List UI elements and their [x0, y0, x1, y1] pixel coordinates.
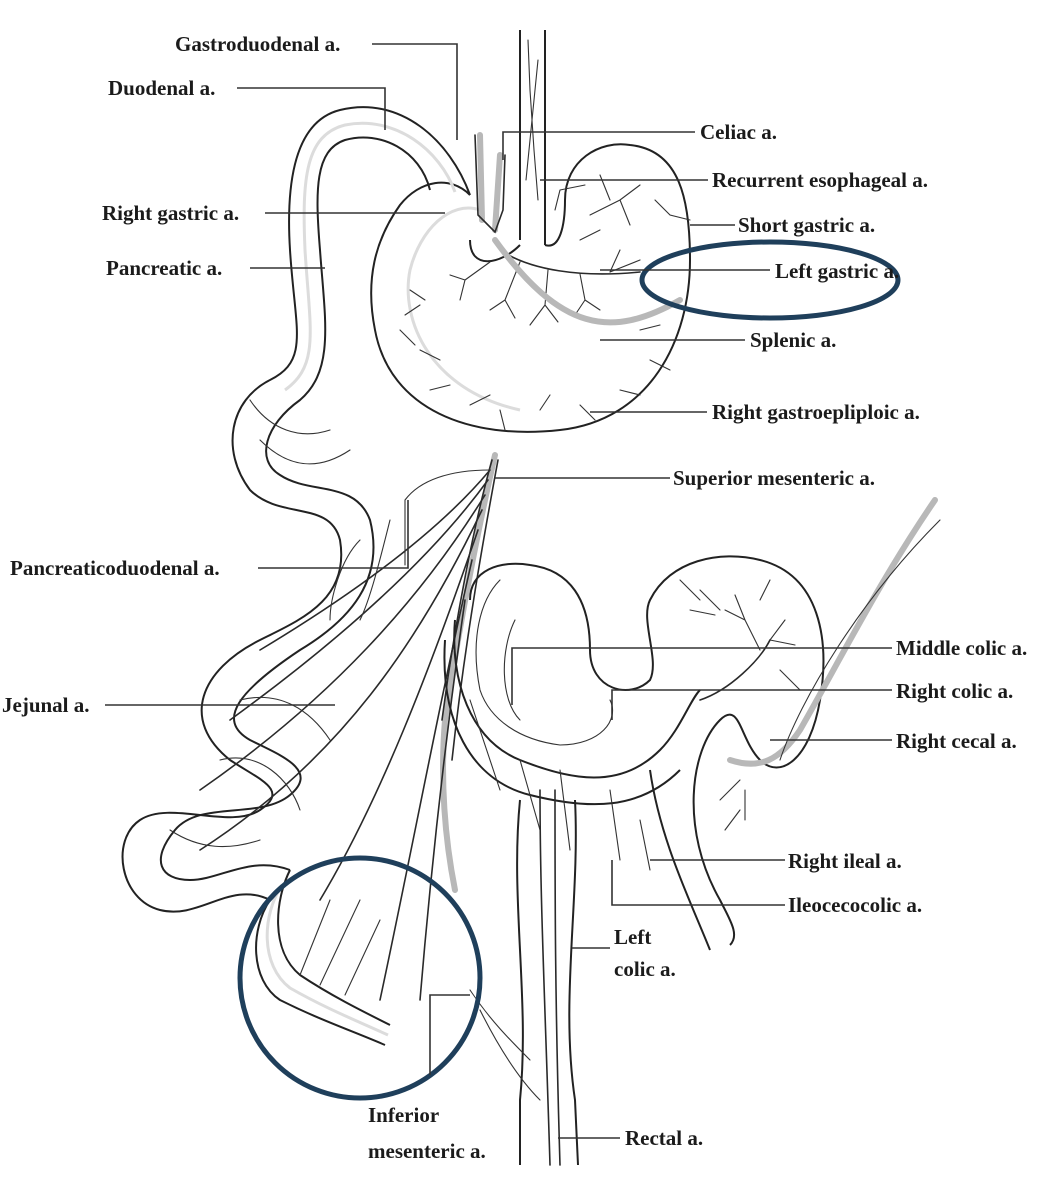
leader-lines: [105, 43, 892, 1139]
label-right-colic: Right colic a.: [896, 679, 1013, 703]
label-pancreaticoduodenal: Pancreaticoduodenal a.: [10, 556, 220, 580]
label-left-colic-line1: Left: [614, 925, 651, 949]
label-left-colic-line2: colic a.: [614, 957, 676, 981]
label-jejunal: Jejunal a.: [2, 693, 90, 717]
label-pancreatic: Pancreatic a.: [106, 256, 222, 280]
label-inferior-mesenteric-line1: Inferior: [368, 1103, 439, 1127]
label-gastroduodenal: Gastroduodenal a.: [175, 32, 340, 56]
stomach: [370, 143, 692, 433]
label-superior-mesenteric: Superior mesenteric a.: [673, 466, 875, 490]
label-ileocecocolic: Ileocecocolic a.: [788, 893, 922, 917]
duodenum-jejunum: [121, 106, 471, 913]
left-gastric-highlight: [639, 239, 901, 321]
label-middle-colic: Middle colic a.: [896, 636, 1027, 660]
label-splenic: Splenic a.: [750, 328, 836, 352]
label-short-gastric: Short gastric a.: [738, 213, 875, 237]
label-inferior-mesenteric-line2: mesenteric a.: [368, 1139, 486, 1163]
label-right-cecal: Right cecal a.: [896, 729, 1017, 753]
rectum: [469, 789, 579, 1166]
label-duodenal: Duodenal a.: [108, 76, 215, 100]
inferior-mesenteric-highlight: [237, 855, 483, 1101]
label-right-gastroepiploic: Right gastroepliploic a.: [712, 400, 920, 424]
superior-mesenteric-arteries: [169, 399, 499, 1001]
celiac-trunk: [474, 132, 506, 234]
label-recurrent-esophageal: Recurrent esophageal a.: [712, 168, 928, 192]
label-left-gastric: Left gastric a.: [775, 259, 899, 283]
labels: Gastroduodenal a. Duodenal a. Celiac a. …: [2, 32, 1027, 1163]
label-right-ileal: Right ileal a.: [788, 849, 902, 873]
esophagus: [519, 30, 546, 245]
label-right-gastric: Right gastric a.: [102, 201, 239, 225]
label-rectal: Rectal a.: [625, 1126, 703, 1150]
label-celiac: Celiac a.: [700, 120, 777, 144]
ileum-loop: [255, 869, 391, 1046]
colon: [443, 497, 941, 951]
